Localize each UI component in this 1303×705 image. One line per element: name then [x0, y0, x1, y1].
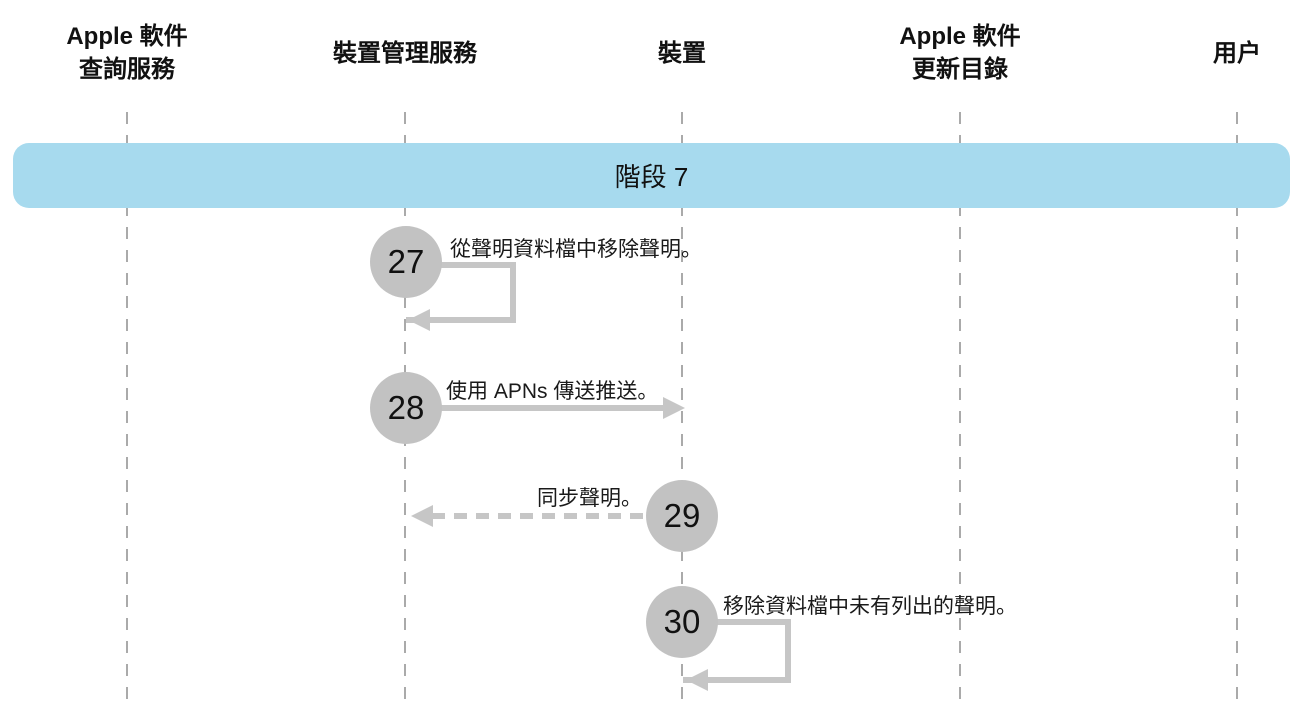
step-28-arrow-line — [440, 405, 664, 411]
step-30-arrowhead-left-icon — [686, 669, 708, 691]
lifeline-header-device-management-service: 裝置管理服務 — [333, 39, 477, 67]
lifeline-header-apple-software-lookup-service: Apple 軟件 查詢服務 — [66, 23, 188, 83]
lifeline-header-apple-software-update-catalog: Apple 軟件 更新目錄 — [899, 23, 1021, 83]
lifeline-apple-software-lookup-service — [126, 112, 128, 703]
lifeline-header-user: 用户 — [1213, 39, 1261, 67]
step-28-circle: 28 — [370, 372, 442, 444]
step-27-circle: 27 — [370, 226, 442, 298]
step-28-label: 使用 APNs 傳送推送。 — [446, 380, 659, 403]
step-28-number: 28 — [387, 389, 425, 426]
step-29-circle: 29 — [646, 480, 718, 552]
step-29-label: 同步聲明。 — [537, 487, 642, 510]
step-27-self-loop-arrow — [406, 262, 516, 323]
step-29-arrowhead-left-icon — [411, 505, 433, 527]
step-27-number: 27 — [387, 243, 425, 280]
phase-banner-label: 階段 7 — [614, 162, 689, 192]
step-30-self-loop-arrow — [683, 619, 791, 683]
step-29-arrow-line — [432, 513, 646, 519]
step-27-label: 從聲明資料檔中移除聲明。 — [450, 238, 702, 261]
step-29-number: 29 — [663, 497, 701, 534]
lifeline-header-device: 裝置 — [658, 39, 706, 67]
step-28-arrowhead-right-icon — [663, 397, 685, 419]
step-27-arrowhead-left-icon — [408, 309, 430, 331]
phase-banner: 階段 7 — [13, 143, 1290, 208]
step-30-number: 30 — [663, 603, 701, 640]
lifeline-user — [1236, 112, 1238, 703]
step-30-label: 移除資料檔中未有列出的聲明。 — [723, 595, 1017, 618]
step-30-circle: 30 — [646, 586, 718, 658]
lifeline-apple-software-update-catalog — [959, 112, 961, 703]
